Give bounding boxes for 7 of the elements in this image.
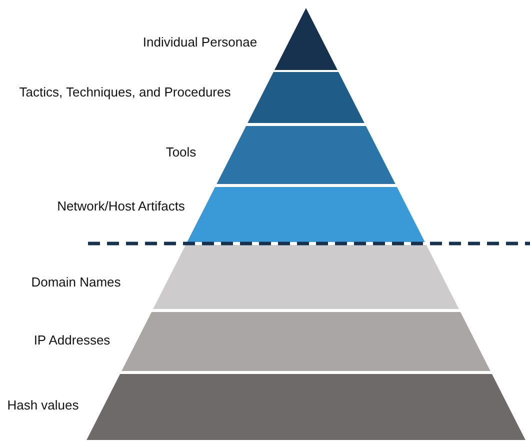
layer-label: Network/Host Artifacts	[57, 198, 185, 214]
layer-label: Hash values	[7, 398, 79, 412]
layer-label: Tools	[166, 144, 196, 160]
layer-label: IP Addresses	[34, 332, 110, 348]
layer-label: Domain Names	[31, 274, 121, 290]
layer-label: Tactics, Techniques, and Procedures	[19, 84, 231, 100]
layer-label: Individual Personae	[142, 34, 258, 50]
